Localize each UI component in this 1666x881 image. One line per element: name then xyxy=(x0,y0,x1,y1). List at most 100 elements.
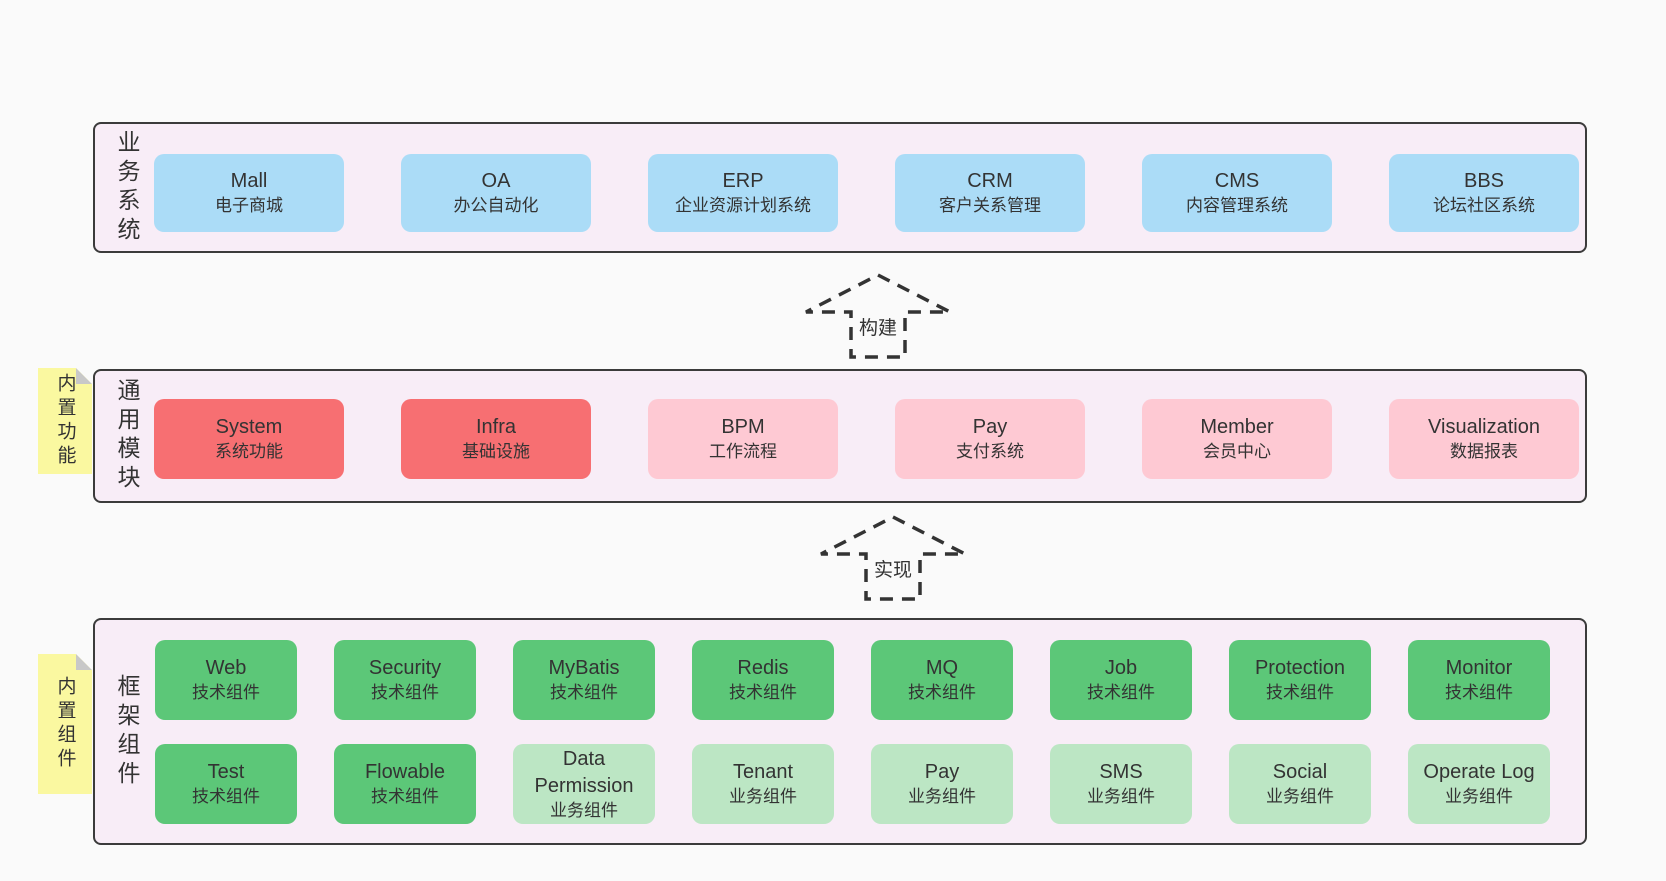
box-visualization: Visualization 数据报表 xyxy=(1389,399,1579,479)
box-member: Member 会员中心 xyxy=(1142,399,1332,479)
box-bpm: BPM 工作流程 xyxy=(648,399,838,479)
box-subtitle: 内容管理系统 xyxy=(1186,196,1288,216)
box-title: Test xyxy=(207,761,245,784)
panel-common-modules-label: 通用模块 xyxy=(114,378,140,494)
box-mall: Mall 电子商城 xyxy=(154,154,344,232)
box-title: Protection xyxy=(1254,657,1346,680)
box-subtitle: 技术组件 xyxy=(550,683,618,703)
box-mybatis: MyBatis 技术组件 xyxy=(513,640,655,720)
business-systems-row: Mall 电子商城 OA 办公自动化 ERP 企业资源计划系统 CRM 客户关系管理 CMS 内容… xyxy=(154,154,1579,232)
box-subtitle: 技术组件 xyxy=(192,787,260,807)
box-title: CMS xyxy=(1214,170,1260,193)
box-subtitle: 业务组件 xyxy=(908,787,976,807)
box-title: System xyxy=(215,416,283,439)
fold-corner-icon xyxy=(76,654,92,670)
box-subtitle: 客户关系管理 xyxy=(939,196,1041,216)
box-redis: Redis 技术组件 xyxy=(692,640,834,720)
box-crm: CRM 客户关系管理 xyxy=(895,154,1085,232)
box-erp: ERP 企业资源计划系统 xyxy=(648,154,838,232)
box-title: Web xyxy=(205,657,247,680)
box-title: SMS xyxy=(1099,761,1143,784)
box-title: MyBatis xyxy=(548,657,620,680)
box-sms: SMS 业务组件 xyxy=(1050,744,1192,824)
box-subtitle: 业务组件 xyxy=(550,800,618,820)
box-system: System 系统功能 xyxy=(154,399,344,479)
box-subtitle: 技术组件 xyxy=(192,683,260,703)
box-title: Operate Log xyxy=(1423,761,1535,784)
box-title: Monitor xyxy=(1445,657,1513,680)
box-title: Social xyxy=(1272,761,1328,784)
box-bbs: BBS 论坛社区系统 xyxy=(1389,154,1579,232)
sticky-note-builtin-features: 内置功能 xyxy=(38,368,92,474)
box-title: BPM xyxy=(721,416,765,439)
panel-business-systems-label: 业务系统 xyxy=(114,129,140,246)
box-subtitle: 基础设施 xyxy=(462,442,530,462)
common-modules-row: System 系统功能 Infra 基础设施 BPM 工作流程 Pay 支付系统 Member 会… xyxy=(154,399,1579,479)
box-subtitle: 业务组件 xyxy=(729,787,797,807)
box-subtitle: 工作流程 xyxy=(709,442,777,462)
box-subtitle: 技术组件 xyxy=(908,683,976,703)
box-job: Job 技术组件 xyxy=(1050,640,1192,720)
box-subtitle: 会员中心 xyxy=(1203,442,1271,462)
box-title: BBS xyxy=(1463,170,1505,193)
box-subtitle: 企业资源计划系统 xyxy=(675,196,811,216)
box-title: Tenant xyxy=(732,761,794,784)
box-title: Mall xyxy=(230,170,268,193)
box-title: Visualization xyxy=(1428,416,1540,439)
box-subtitle: 技术组件 xyxy=(1445,683,1513,703)
box-title: MQ xyxy=(925,657,959,680)
sticky-note-builtin-components: 内置组件 xyxy=(38,654,92,794)
fold-corner-icon xyxy=(76,368,92,384)
box-subtitle: 技术组件 xyxy=(729,683,797,703)
box-subtitle: 技术组件 xyxy=(1087,683,1155,703)
box-subtitle: 业务组件 xyxy=(1266,787,1334,807)
box-title: Job xyxy=(1104,657,1138,680)
box-subtitle: 系统功能 xyxy=(215,442,283,462)
box-title: Infra xyxy=(475,416,517,439)
panel-business-systems: 业务系统 Mall 电子商城 OA 办公自动化 ERP 企业资源计划系统 CRM 客户关系管理… xyxy=(93,122,1587,253)
box-oa: OA 办公自动化 xyxy=(401,154,591,232)
box-subtitle: 论坛社区系统 xyxy=(1433,196,1535,216)
sticky-note-builtin-components-label: 内置组件 xyxy=(54,676,76,772)
box-monitor: Monitor 技术组件 xyxy=(1408,640,1550,720)
build-arrow: 构建 xyxy=(803,272,953,360)
panel-framework-components-label: 框架组件 xyxy=(114,673,140,790)
build-arrow-label: 构建 xyxy=(854,312,902,341)
box-subtitle: 电子商城 xyxy=(215,196,283,216)
box-title: OA xyxy=(481,170,511,193)
box-title: Pay xyxy=(924,761,960,784)
box-web: Web 技术组件 xyxy=(155,640,297,720)
box-mq: MQ 技术组件 xyxy=(871,640,1013,720)
box-subtitle: 技术组件 xyxy=(1266,683,1334,703)
box-tenant: Tenant 业务组件 xyxy=(692,744,834,824)
sticky-note-builtin-features-label: 内置功能 xyxy=(54,373,76,469)
box-title: Member xyxy=(1200,416,1274,439)
box-title: Security xyxy=(368,657,442,680)
box-cms: CMS 内容管理系统 xyxy=(1142,154,1332,232)
box-subtitle: 业务组件 xyxy=(1445,787,1513,807)
box-title: CRM xyxy=(967,170,1013,193)
box-subtitle: 数据报表 xyxy=(1450,442,1518,462)
box-data-permission: Data Permission 业务组件 xyxy=(513,744,655,824)
box-title: Pay xyxy=(972,416,1008,439)
box-test: Test 技术组件 xyxy=(155,744,297,824)
box-subtitle: 业务组件 xyxy=(1087,787,1155,807)
box-pay: Pay 支付系统 xyxy=(895,399,1085,479)
box-title: ERP xyxy=(722,170,764,193)
box-protection: Protection 技术组件 xyxy=(1229,640,1371,720)
box-title: Redis xyxy=(737,657,789,680)
box-operate-log: Operate Log 业务组件 xyxy=(1408,744,1550,824)
box-subtitle: 技术组件 xyxy=(371,683,439,703)
box-subtitle: 办公自动化 xyxy=(453,196,539,216)
implement-arrow: 实现 xyxy=(818,514,968,602)
box-subtitle: 支付系统 xyxy=(956,442,1024,462)
box-infra: Infra 基础设施 xyxy=(401,399,591,479)
box-pay: Pay 业务组件 xyxy=(871,744,1013,824)
box-title: Flowable xyxy=(364,761,446,784)
box-title: Data Permission xyxy=(534,747,634,797)
